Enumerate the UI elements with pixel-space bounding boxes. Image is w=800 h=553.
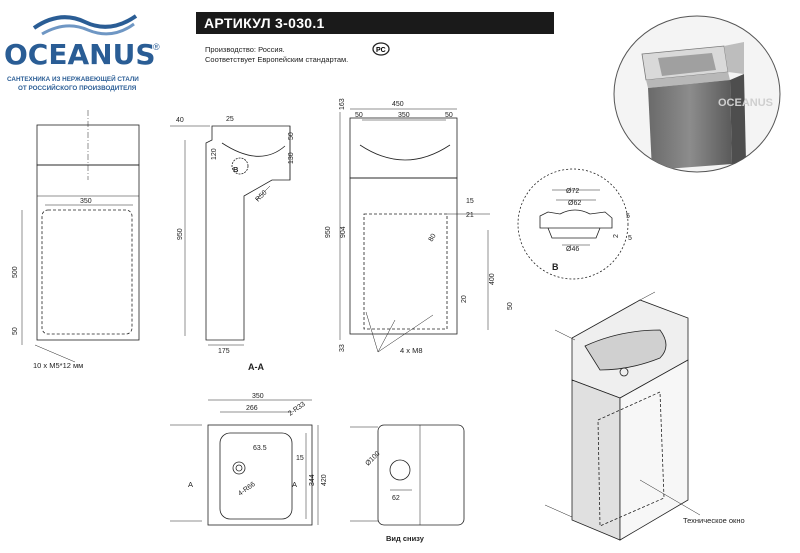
- dim-f2-height: 950: [325, 226, 332, 238]
- brand-tagline-1: САНТЕХНИКА ИЗ НЕРЖАВЕЮЩЕЙ СТАЛИ: [7, 76, 139, 83]
- certification-mark-icon: PC: [372, 42, 390, 56]
- photo-watermark: OCEANUS: [718, 97, 773, 109]
- dim-d62: Ø62: [568, 200, 581, 207]
- dimension-labels: 350 500 50 40 25 50 120 130 950 R50 175 …: [12, 98, 632, 502]
- dim-f2-base: 33: [339, 344, 346, 352]
- oceanus-logo: OCEANUS ® САНТЕХНИКА ИЗ НЕРЖАВЕЮЩЕЙ СТАЛ…: [0, 8, 175, 108]
- dim-side-radius: R50: [254, 189, 268, 203]
- tech-window-label: Техническое окно: [683, 516, 745, 525]
- dim-top-inner: 344: [309, 474, 316, 486]
- dim-f2-e: 80: [428, 233, 438, 243]
- dim-top-drain: 63.5: [253, 445, 267, 452]
- dim-f2-width: 450: [392, 101, 404, 108]
- side-section-view: [170, 125, 291, 346]
- dim-side-height: 950: [177, 228, 184, 240]
- dim-side-2: 25: [226, 116, 234, 123]
- dim-f2-bowl: 350: [398, 112, 410, 119]
- dim-front-width: 350: [80, 198, 92, 205]
- dim-d-2: 2: [613, 234, 620, 238]
- dim-bottom-dia: Ø100: [364, 450, 381, 467]
- product-photo: OCEANUS: [613, 15, 781, 173]
- front-view-2: [339, 108, 490, 353]
- brand-tagline-2: ОТ РОССИЙСКОГО ПРОИЗВОДИТЕЛЯ: [18, 85, 137, 92]
- svg-text:PC: PC: [376, 47, 386, 54]
- dim-d-5b: 5: [628, 235, 632, 242]
- dim-f2-b: 21: [466, 212, 474, 219]
- section-mark-left: А: [188, 480, 194, 489]
- bolts-note: 4 x M8: [400, 346, 423, 355]
- dim-top-depth: 420: [321, 474, 328, 486]
- article-number: АРТИКУЛ 3-030.1: [204, 15, 325, 31]
- dim-side-5: 130: [288, 152, 295, 164]
- front-view: [21, 110, 140, 363]
- dim-bottom-62: 62: [392, 495, 400, 502]
- isometric-view: [544, 291, 701, 541]
- detail-marker-side: В: [233, 165, 239, 174]
- dim-f2-d: 50: [507, 302, 514, 310]
- dim-d72: Ø72: [566, 188, 579, 195]
- standard-compliance: Соответствует Европейским стандартам.: [205, 55, 349, 64]
- dim-top-r33: 2-R33: [287, 401, 307, 418]
- dim-d-5a: 5: [626, 213, 630, 220]
- dim-top-width: 350: [252, 393, 264, 400]
- dim-top-bowl: 266: [246, 405, 258, 412]
- dim-side-1: 40: [176, 117, 184, 124]
- bottom-view-label: Вид снизу: [386, 534, 424, 543]
- dim-f2-c: 20: [461, 295, 468, 303]
- section-label: А-А: [248, 362, 264, 372]
- dim-side-4: 120: [211, 148, 218, 160]
- dim-side-3: 50: [288, 132, 295, 140]
- dim-f2-top: 163: [339, 98, 346, 110]
- dim-top-r66: 4-R66: [237, 481, 257, 498]
- dim-top-15: 15: [296, 455, 304, 462]
- brand-name: OCEANUS: [4, 38, 156, 71]
- dim-d46: Ø46: [566, 246, 579, 253]
- article-header-bar: АРТИКУЛ 3-030.1: [196, 12, 554, 34]
- bottom-view: [350, 424, 465, 526]
- top-view: [170, 399, 319, 526]
- detail-label: В: [552, 262, 559, 272]
- dim-f2-a: 15: [466, 198, 474, 205]
- production-country: Производство: Россия.: [205, 45, 285, 54]
- section-mark-right: А: [292, 480, 298, 489]
- dim-f2-window: 400: [489, 273, 496, 285]
- dim-f2-right: 50: [445, 112, 453, 119]
- dim-f2-inner: 904: [340, 226, 347, 238]
- dim-f2-left: 50: [355, 112, 363, 119]
- wave-icon: [32, 14, 138, 36]
- detail-b-view: [517, 168, 629, 280]
- dim-front-offset: 50: [12, 327, 19, 335]
- dim-front-height: 500: [12, 266, 19, 278]
- registered-mark: ®: [153, 42, 160, 52]
- dim-side-depth: 175: [218, 348, 230, 355]
- screws-note: 10 x M5*12 мм: [33, 361, 84, 370]
